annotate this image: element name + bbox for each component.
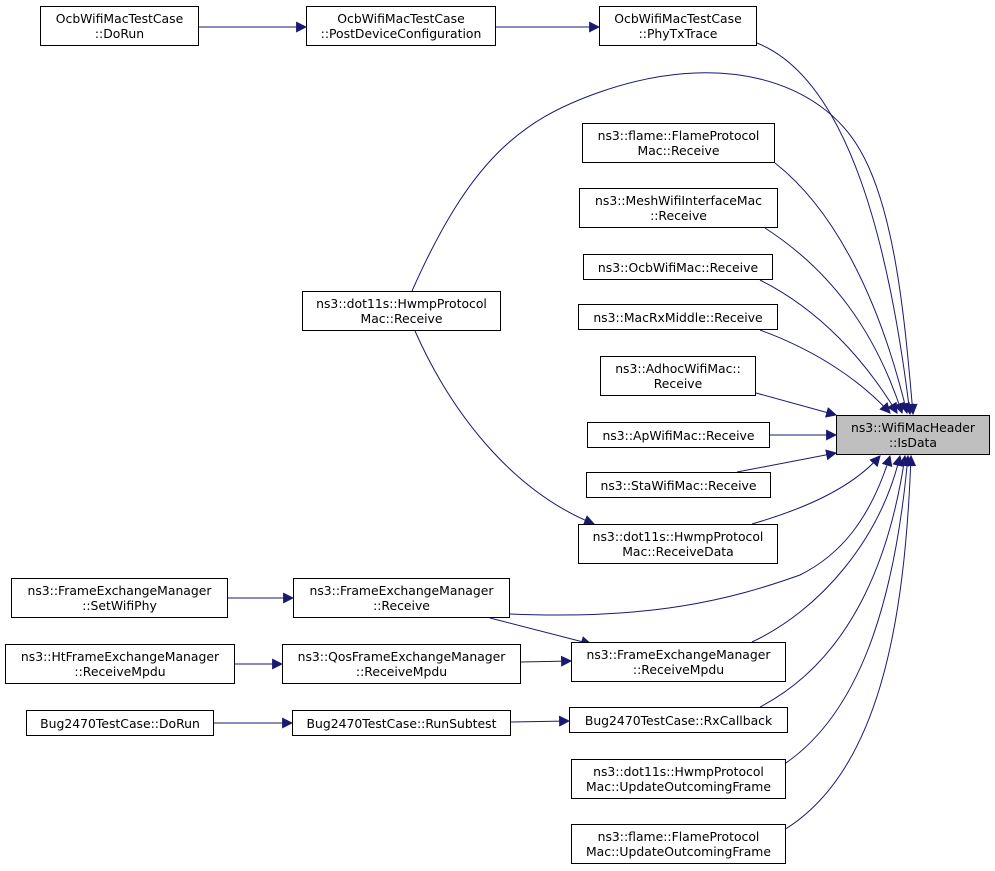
node-hwmpprotocolmac-updateoutcomingframe[interactable]: ns3::dot11s::HwmpProtocol Mac::UpdateOut…: [571, 759, 786, 799]
node-line-1: ns3::ApWifiMac::Receive: [602, 427, 755, 443]
node-line-2: ::ReceiveMpdu: [74, 664, 166, 679]
node-line-1: ns3::AdhocWifiMac::: [615, 361, 741, 376]
edge-femrx-to-isdata: [509, 454, 893, 616]
node-bug2470testcase-rxcallback[interactable]: Bug2470TestCase::RxCallback: [569, 707, 788, 733]
edge-ocbwifi-to-isdata: [759, 279, 898, 414]
node-line-2: Receive: [653, 376, 703, 391]
node-line-1: ns3::FrameExchangeManager: [586, 647, 771, 662]
node-bug2470testcase-dorun[interactable]: Bug2470TestCase::DoRun: [26, 710, 214, 736]
node-line-1: Bug2470TestCase::RunSubtest: [306, 715, 497, 731]
node-line-2: ::SetWifiPhy: [82, 598, 157, 613]
node-ocbwifimactestcase-phytxtrace[interactable]: OcbWifiMacTestCase ::PhyTxTrace: [599, 6, 757, 46]
node-line-2: ::PostDeviceConfiguration: [320, 26, 482, 41]
edge-femrx-to-femmpdu: [489, 617, 593, 647]
node-line-1: Bug2470TestCase::RxCallback: [584, 712, 773, 728]
node-ocbwifimac-receive[interactable]: ns3::OcbWifiMac::Receive: [583, 254, 773, 280]
node-htframeexchangemanager-receivempdu[interactable]: ns3::HtFrameExchangeManager ::ReceiveMpd…: [5, 644, 235, 684]
node-line-2: ::PhyTxTrace: [638, 26, 718, 41]
node-line-1: ns3::MeshWifiInterfaceMac: [595, 193, 762, 208]
edge-qosmpdu-to-femmpdu: [520, 655, 573, 667]
node-apwifimac-receive[interactable]: ns3::ApWifiMac::Receive: [587, 422, 770, 448]
edge-hwmpupd-to-isdata: [774, 454, 913, 771]
node-line-1: ns3::dot11s::HwmpProtocol: [316, 296, 487, 311]
node-line-2: Mac::UpdateOutcomingFrame: [585, 844, 771, 859]
node-line-1: ns3::MacRxMiddle::Receive: [593, 309, 763, 325]
node-line-1: ns3::dot11s::HwmpProtocol: [592, 529, 764, 544]
node-frameexchangemanager-setwifiphy[interactable]: ns3::FrameExchangeManager ::SetWifiPhy: [11, 578, 228, 618]
node-line-1: OcbWifiMacTestCase: [614, 11, 742, 26]
node-adhocwifimac-receive[interactable]: ns3::AdhocWifiMac:: Receive: [600, 356, 756, 396]
node-hwmpprotocolmac-receivedata[interactable]: ns3::dot11s::HwmpProtocol Mac::ReceiveDa…: [578, 524, 778, 564]
edge-hwmprx-to-isdata: [411, 72, 918, 416]
node-meshwifiinterfacemac-receive[interactable]: ns3::MeshWifiInterfaceMac ::Receive: [579, 188, 778, 228]
node-line-1: ns3::HtFrameExchangeManager: [20, 649, 220, 664]
node-macrxmiddle-receive[interactable]: ns3::MacRxMiddle::Receive: [578, 304, 778, 330]
node-line-2: ::IsData: [888, 435, 938, 450]
node-line-2: Mac::Receive: [360, 311, 443, 326]
node-line-1: ns3::FrameExchangeManager: [309, 583, 494, 598]
edge-macrx-to-isdata: [759, 329, 891, 414]
edge-bugrx-to-isdata: [759, 454, 910, 708]
node-line-2: Mac::UpdateOutcomingFrame: [585, 779, 771, 794]
node-line-2: ::ReceiveMpdu: [632, 662, 725, 677]
edge-flameupd-to-isdata: [774, 454, 917, 836]
node-ocbwifimactestcase-postdeviceconfiguration[interactable]: OcbWifiMacTestCase ::PostDeviceConfigura…: [306, 6, 496, 46]
node-line-1: OcbWifiMacTestCase: [337, 11, 465, 26]
node-line-1: ns3::WifiMacHeader: [851, 420, 975, 435]
node-wifimacheader-isdata: ns3::WifiMacHeader ::IsData: [836, 415, 990, 455]
node-line-2: ::ReceiveMpdu: [355, 664, 448, 679]
node-line-1: ns3::QosFrameExchangeManager: [297, 649, 506, 664]
edge-fempdu-to-isdata: [751, 454, 904, 643]
edge-adhoc-to-isdata: [755, 392, 838, 418]
node-line-1: OcbWifiMacTestCase: [55, 11, 184, 26]
node-line-2: Mac::Receive: [637, 143, 720, 158]
node-hwmpprotocolmac-receive[interactable]: ns3::dot11s::HwmpProtocol Mac::Receive: [302, 291, 501, 331]
node-line-2: ::Receive: [650, 208, 707, 223]
edge-meshwifi-to-isdata: [764, 227, 905, 415]
node-line-1: ns3::StaWifiMac::Receive: [600, 477, 757, 493]
node-line-2: Mac::ReceiveData: [622, 544, 734, 559]
edge-phytx-to-isdata: [756, 42, 915, 416]
node-qosframeexchangemanager-receivempdu[interactable]: ns3::QosFrameExchangeManager ::ReceiveMp…: [282, 644, 521, 684]
edge-bugrun-to-bugrx: [510, 715, 571, 727]
node-stawifimac-receive[interactable]: ns3::StaWifiMac::Receive: [586, 472, 771, 498]
node-line-1: ns3::FrameExchangeManager: [27, 583, 212, 598]
edge-hwmprxd-to-isdata: [751, 455, 881, 525]
node-line-1: ns3::flame::FlameProtocol: [597, 829, 760, 844]
node-line-1: ns3::dot11s::HwmpProtocol: [593, 764, 764, 779]
node-flameprotocolmac-updateoutcomingframe[interactable]: ns3::flame::FlameProtocol Mac::UpdateOut…: [571, 824, 786, 864]
edge-flamerx-to-isdata: [774, 162, 911, 415]
node-line-1: Bug2470TestCase::DoRun: [40, 715, 200, 731]
node-line-2: ::Receive: [373, 598, 430, 613]
node-ocbwifimactestcase-dorun[interactable]: OcbWifiMacTestCase ::DoRun: [40, 6, 199, 46]
node-frameexchangemanager-receivempdu[interactable]: ns3::FrameExchangeManager ::ReceiveMpdu: [571, 642, 786, 682]
edge-stawifi-to-isdata: [736, 449, 838, 473]
edge-hwmprx-to-hwmprxd: [414, 330, 596, 526]
node-flameprotocolmac-receive[interactable]: ns3::flame::FlameProtocol Mac::Receive: [582, 123, 775, 163]
node-frameexchangemanager-receive[interactable]: ns3::FrameExchangeManager ::Receive: [293, 578, 510, 618]
node-line-1: ns3::OcbWifiMac::Receive: [597, 259, 759, 275]
node-bug2470testcase-runsubtest[interactable]: Bug2470TestCase::RunSubtest: [292, 710, 511, 736]
node-line-2: ::DoRun: [94, 26, 145, 41]
node-line-1: ns3::flame::FlameProtocol: [597, 128, 760, 143]
